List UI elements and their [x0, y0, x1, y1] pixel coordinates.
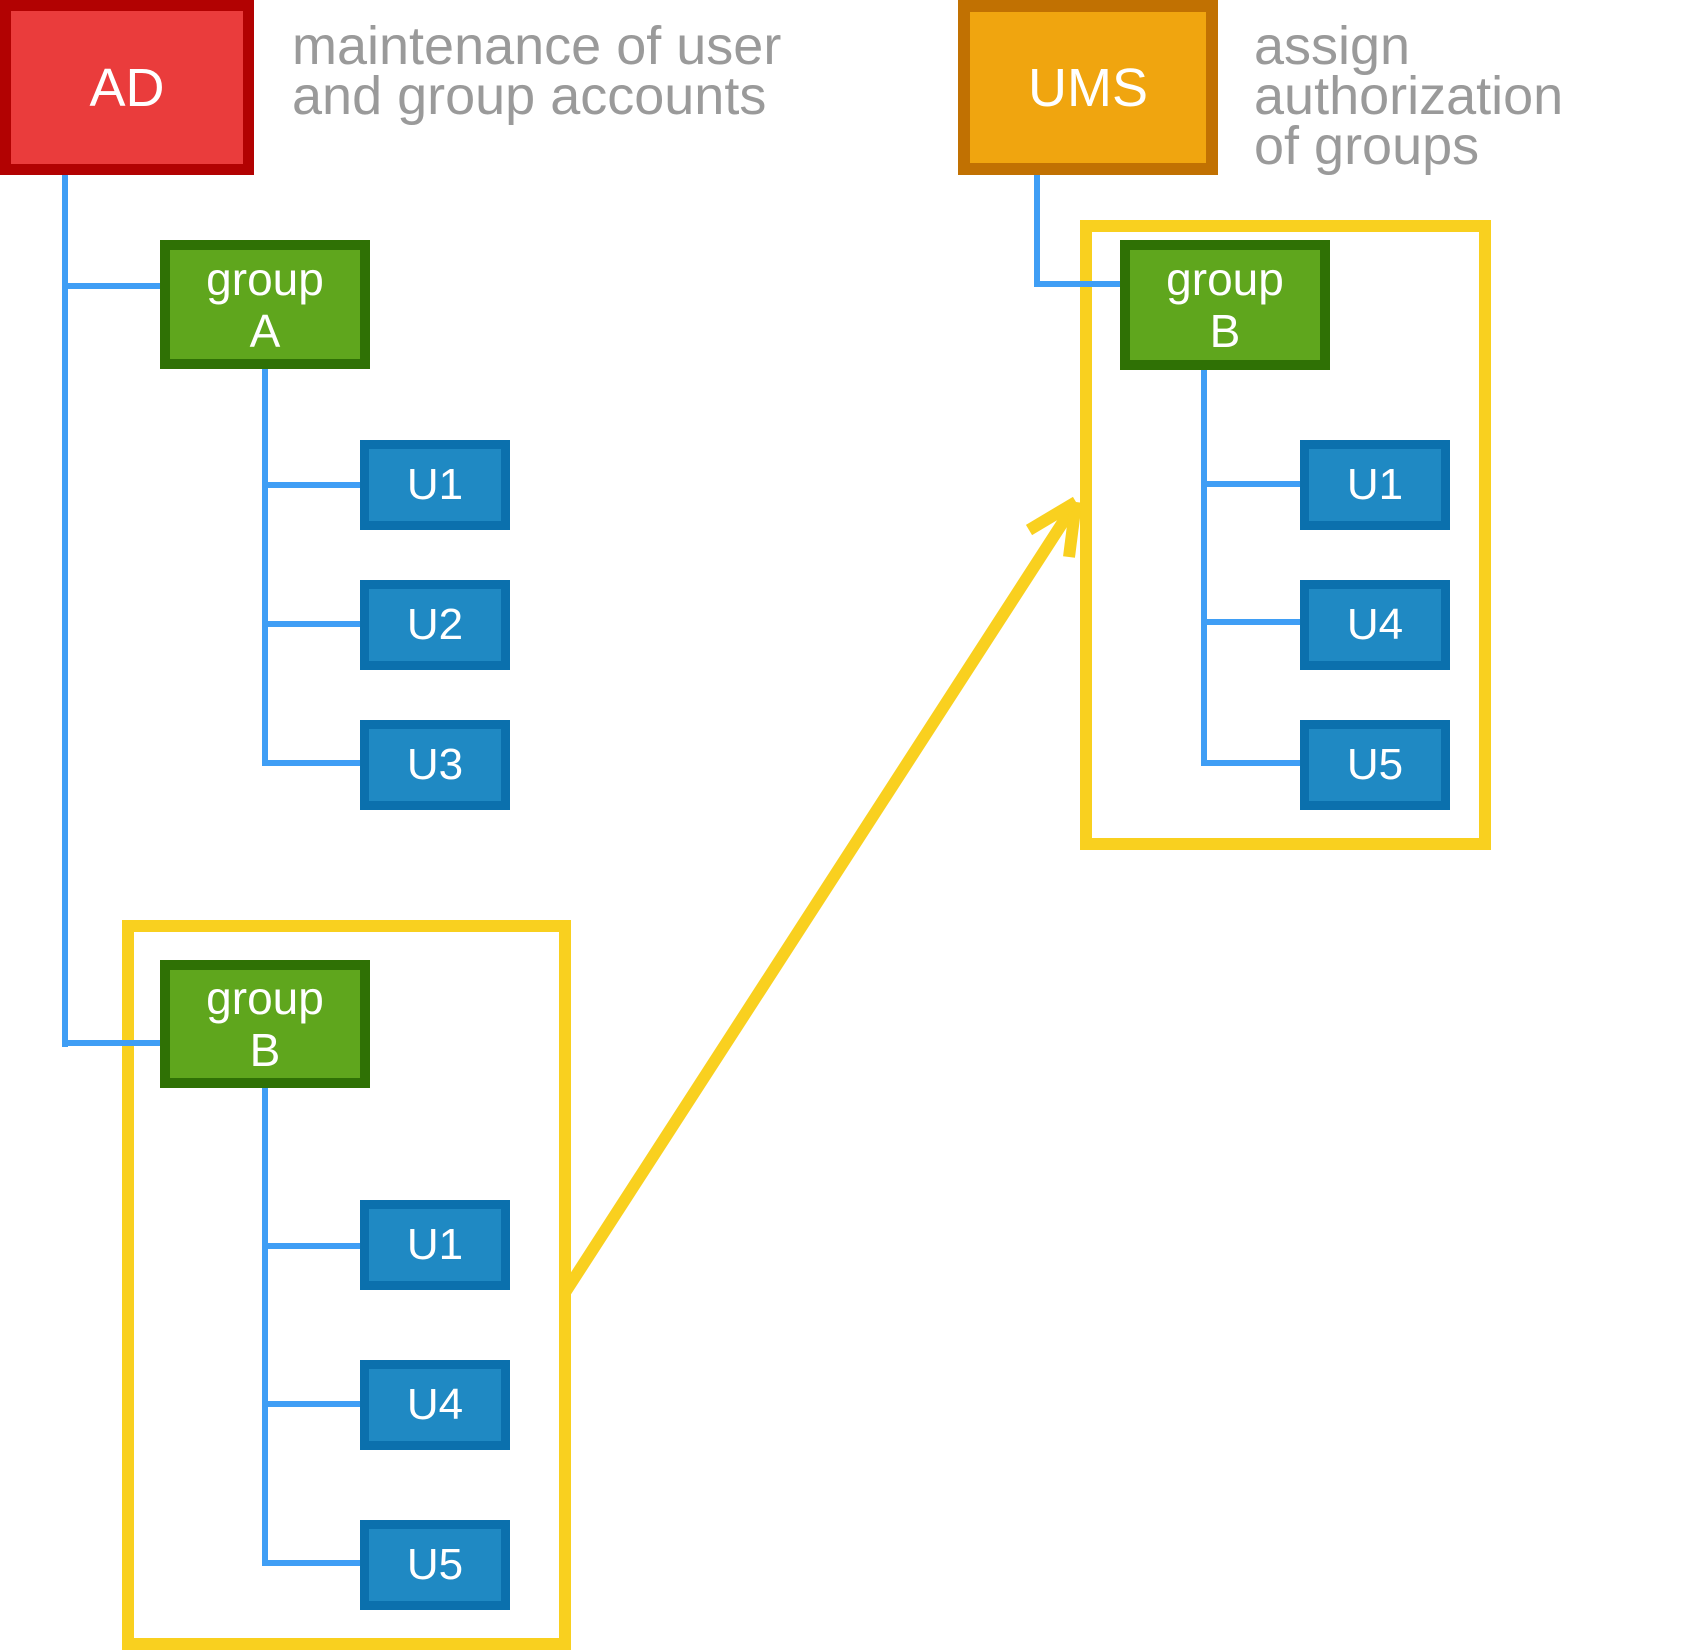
group-b-left-node: group B	[160, 960, 370, 1088]
connector-group-b-left-spine	[262, 1088, 268, 1566]
user-label: U2	[406, 600, 464, 649]
connector-ums-spine	[1034, 175, 1040, 287]
ums-node: UMS	[958, 0, 1218, 175]
highlight-rect-ums-group-b	[1080, 220, 1491, 850]
connector-group-b-left-u4	[262, 1401, 360, 1407]
connector-group-b-right-u1	[1201, 481, 1300, 487]
ums-label: UMS	[1028, 57, 1148, 118]
connector-ums-to-group-b	[1034, 281, 1120, 287]
connector-group-b-left-u1	[262, 1243, 360, 1249]
connector-ad-to-group-a	[62, 283, 160, 289]
group-b-right-node: group B	[1120, 240, 1330, 370]
user-node-ad-b-u4: U4	[360, 1360, 510, 1450]
ad-label: AD	[89, 57, 165, 118]
user-label: U1	[1346, 460, 1404, 509]
user-label: U1	[406, 460, 464, 509]
user-label: U5	[406, 1540, 464, 1589]
group-b-right-label: group B	[1166, 253, 1284, 357]
user-node-ums-b-u5: U5	[1300, 720, 1450, 810]
user-label: U5	[1346, 740, 1404, 789]
group-a-label: group A	[206, 252, 324, 357]
user-node-ad-a-u1: U1	[360, 440, 510, 530]
connector-group-b-right-u5	[1201, 760, 1300, 766]
user-label: U1	[406, 1220, 464, 1269]
user-node-ums-b-u4: U4	[1300, 580, 1450, 670]
connector-group-a-u2	[262, 621, 360, 627]
connector-ad-to-group-b	[62, 1040, 160, 1046]
ums-caption: assign authorization of groups	[1254, 16, 1564, 176]
connector-ad-spine	[62, 175, 68, 1047]
user-label: U4	[1346, 600, 1404, 649]
connector-group-b-left-u5	[262, 1560, 360, 1566]
user-node-ad-b-u1: U1	[360, 1200, 510, 1290]
connector-group-a-spine	[262, 369, 268, 766]
user-node-ums-b-u1: U1	[1300, 440, 1450, 530]
highlight-rect-ad-group-b	[122, 920, 571, 1650]
connector-group-a-u3	[262, 760, 360, 766]
group-b-left-label: group B	[206, 972, 324, 1076]
user-node-ad-a-u2: U2	[360, 580, 510, 670]
ad-node: AD	[0, 0, 254, 175]
group-a-node: group A	[160, 240, 370, 369]
connector-group-a-u1	[262, 482, 360, 488]
user-node-ad-a-u3: U3	[360, 720, 510, 810]
connector-group-b-right-spine	[1201, 370, 1207, 766]
ad-caption: maintenance of user and group accounts	[292, 16, 782, 126]
user-node-ad-b-u5: U5	[360, 1520, 510, 1610]
connector-group-b-right-u4	[1201, 619, 1300, 625]
user-label: U4	[406, 1380, 464, 1429]
user-label: U3	[406, 740, 464, 789]
